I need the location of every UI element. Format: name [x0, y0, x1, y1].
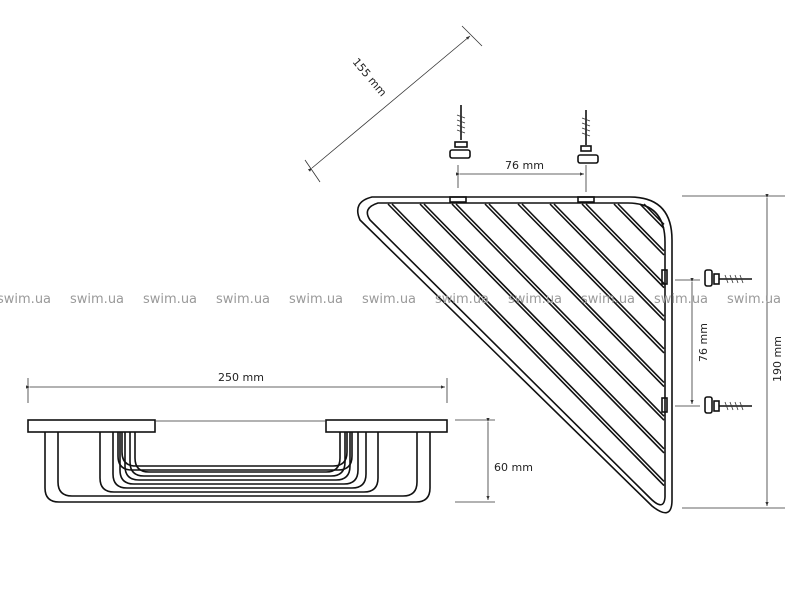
dimension-250mm: 250 mm	[26, 371, 448, 403]
basket-wire	[117, 432, 353, 471]
basket-wire	[129, 432, 346, 477]
screw-icon	[704, 269, 752, 287]
basket-wire	[119, 432, 359, 485]
basket-wire	[44, 432, 431, 503]
slat-wire	[423, 203, 665, 450]
slat-wire	[585, 203, 665, 285]
slat-wire	[639, 203, 665, 230]
screw-icon	[704, 396, 752, 414]
slat-wire	[455, 203, 665, 417]
dimension-label-190: 190 mm	[771, 336, 784, 382]
watermark-text: swim.ua	[216, 292, 270, 307]
dimension-label-76-side: 76 mm	[697, 323, 710, 362]
watermark-text: swim.ua	[0, 292, 51, 307]
slat-wire	[387, 203, 665, 487]
shelf-front-view	[27, 419, 448, 503]
basket-wire	[112, 432, 367, 489]
watermark-text: swim.ua	[727, 292, 781, 307]
dimension-190mm: 190 mm	[682, 194, 785, 509]
basket-wire	[134, 432, 341, 473]
slat-wire	[549, 203, 665, 321]
dimension-76mm-top: 76 mm	[456, 159, 587, 192]
slat-wire	[617, 203, 665, 252]
watermark-text: swim.ua	[654, 292, 708, 307]
dimension-label-250: 250 mm	[218, 371, 264, 384]
corner-shelf-top-view	[356, 196, 673, 514]
basket-wire	[57, 432, 418, 497]
basket-wire	[121, 432, 348, 467]
slat-wire	[419, 203, 665, 454]
watermark: swim.ua swim.ua swim.ua swim.ua swim.ua swim.…	[0, 292, 781, 307]
watermark-text: swim.ua	[362, 292, 416, 307]
watermark-text: swim.ua	[289, 292, 343, 307]
watermark-text: swim.ua	[70, 292, 124, 307]
slat-wire	[553, 203, 665, 317]
screw-icon	[577, 110, 599, 164]
slat-wire	[613, 203, 665, 256]
screw-icon	[449, 105, 471, 159]
dimension-60mm: 60 mm	[455, 418, 533, 503]
slat-wire	[484, 203, 665, 388]
slat-wire	[391, 203, 665, 483]
dimension-label-60: 60 mm	[494, 461, 533, 474]
slat-wire	[521, 203, 665, 350]
dimension-label-76-top: 76 mm	[505, 159, 544, 172]
basket-wire	[124, 432, 351, 481]
slat-wire	[517, 203, 665, 354]
slat-wire	[488, 203, 665, 384]
watermark-text: swim.ua	[143, 292, 197, 307]
slat-wire	[451, 203, 665, 421]
slat-wire	[643, 203, 665, 225]
watermark-text: swim.ua	[435, 292, 489, 307]
basket-wire	[99, 432, 379, 493]
slat-wire	[581, 203, 665, 289]
watermark-text: swim.ua	[508, 292, 562, 307]
watermark-text: swim.ua	[581, 292, 635, 307]
dimension-label-155: 155 mm	[350, 56, 389, 100]
dimension-76mm-side: 76 mm	[675, 278, 710, 407]
